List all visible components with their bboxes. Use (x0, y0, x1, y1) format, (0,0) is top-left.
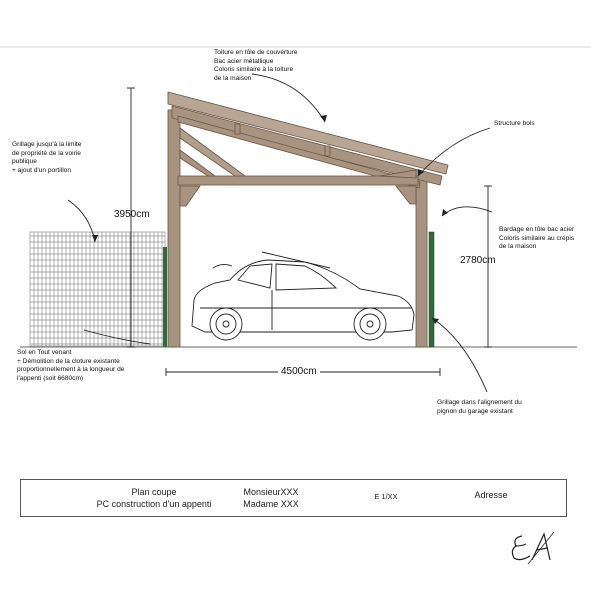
grillage-limit-annotation: Grillage jusqu'à la limite de propriété … (12, 141, 82, 174)
wood-structure (167, 91, 449, 348)
arrow-heads (92, 115, 448, 324)
owner-line2: Madame XXX (243, 499, 299, 509)
signature-logo (508, 530, 558, 572)
cladding-post (428, 231, 435, 348)
fence-post (163, 247, 167, 347)
knee-brace-right (395, 185, 417, 205)
height-low-label: 2780cm (460, 255, 496, 266)
scale-label: E 1/XX (374, 492, 398, 501)
truss-diagonal (179, 127, 247, 177)
knee-brace-left-low (179, 185, 201, 207)
purlin (324, 145, 331, 157)
roof-annotation: Toiture en tôle de couverture Bac acier … (214, 49, 298, 82)
roof-sheet (167, 91, 449, 175)
horizontal-beam (177, 175, 419, 186)
owner-line1: MonsieurXXX (243, 487, 299, 497)
height-total-label: 3950cm (114, 209, 150, 220)
left-post (167, 109, 181, 348)
structure-annotation: Structure bois (494, 120, 535, 127)
address-label: Adresse (474, 490, 508, 500)
title-line1: Plan coupe (131, 487, 177, 497)
knee-brace-right-top (379, 169, 417, 179)
fence-mesh (29, 231, 166, 347)
title-line2: PC construction d'un appenti (96, 499, 212, 509)
car-illustration (191, 251, 415, 341)
grillage-align-annotation: Grillage dans l'alignement du pignon du … (437, 399, 522, 415)
width-label: 4500cm (278, 366, 320, 377)
purlin (234, 123, 241, 135)
right-post (415, 177, 428, 348)
bardage-annotation: Bardage en tôle bac acier Coloris simila… (499, 226, 575, 251)
sol-annotation: Sol en Tout venant + Démolition de la cl… (17, 349, 125, 382)
title-block: Plan coupe PC construction d'un appenti … (20, 479, 567, 517)
knee-brace-left (179, 149, 217, 177)
